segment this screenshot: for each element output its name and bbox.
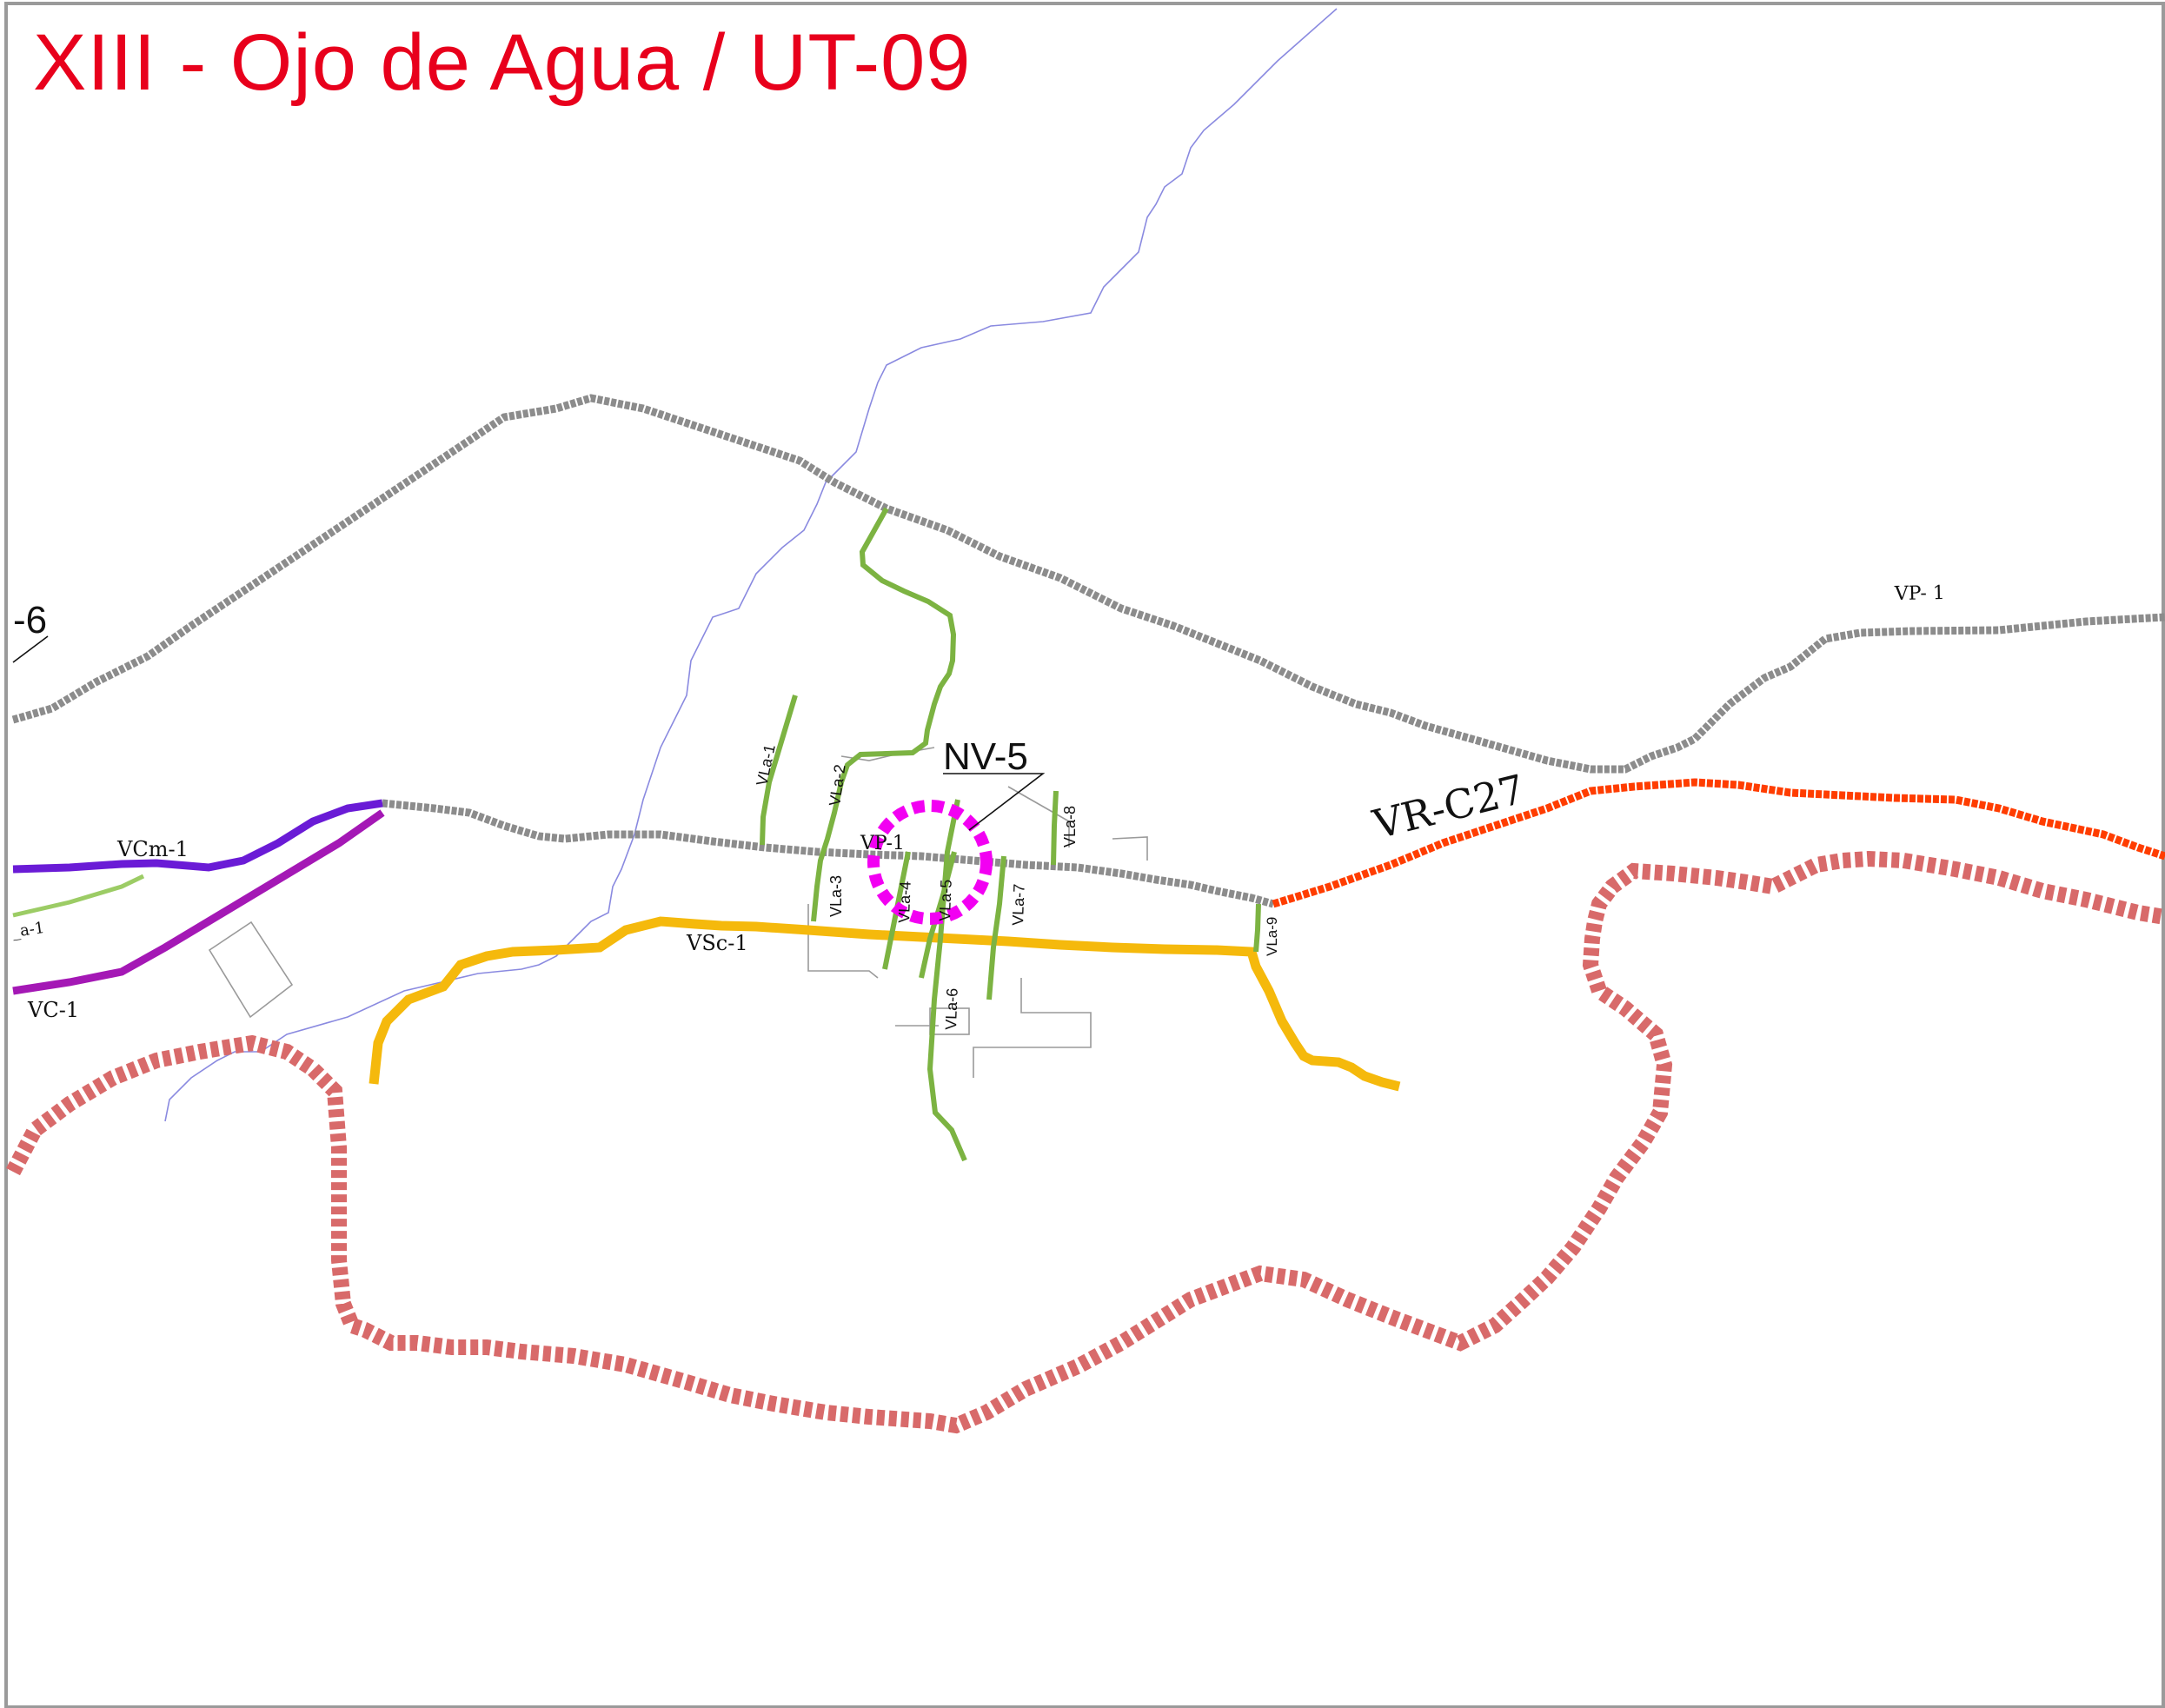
vla-8-road (1051, 790, 1059, 866)
vla-1-road (760, 694, 798, 846)
vc-1-road (12, 809, 385, 995)
vla-2-road (811, 507, 957, 922)
map-title: XIII - Ojo de Agua / UT-09 (33, 18, 972, 107)
label-vcm-1: VCm-1 (116, 837, 189, 861)
vr-c27-road (1272, 778, 2165, 908)
vsc-1-road (369, 916, 1401, 1092)
label-vla-8: VLa-8 (1061, 806, 1079, 847)
boundary-line (6, 850, 2165, 1434)
label-vla-9: VLa-9 (1264, 917, 1280, 956)
river-line (164, 8, 1338, 1122)
label-vsc-1: VSc-1 (686, 931, 748, 955)
label-vp-1-center: VP-1 (860, 833, 905, 854)
label-vla-5: VLa-5 (936, 879, 955, 921)
label-vp-1-right: VP- 1 (1894, 582, 1945, 605)
vcm-1-road (12, 799, 383, 874)
label-vc-1: VC-1 (27, 998, 79, 1022)
map-border (4, 2, 2165, 1708)
vla-1-left-road (12, 874, 145, 918)
left-label-leader (12, 635, 49, 663)
label-vla-1-left: _a-1 (11, 919, 46, 941)
vp-road-center (382, 799, 1275, 908)
vla-4-road (882, 851, 911, 970)
label-vr-c27: VR-C27 (1368, 765, 1530, 847)
vp-road-upper (11, 394, 2165, 774)
label-vla-4: VLa-4 (895, 881, 914, 923)
label-vla-6: VLa-6 (942, 987, 961, 1030)
vla-6-road (926, 799, 967, 1162)
label-vla-7: VLa-7 (1009, 883, 1028, 926)
vla-7-road (986, 855, 1006, 1000)
label-vla-2: VLa-2 (826, 763, 848, 807)
nv-5-node-ring (867, 800, 993, 925)
nv-5-leader (943, 773, 1046, 831)
building-blocks (208, 747, 1148, 1078)
label-vla-3: VLa-3 (827, 875, 845, 917)
vla-9-road (1253, 903, 1261, 953)
label-nv-5: NV-5 (943, 735, 1028, 778)
label-partial-left-top: -6 (13, 599, 47, 641)
vla-streets (760, 507, 1261, 1162)
